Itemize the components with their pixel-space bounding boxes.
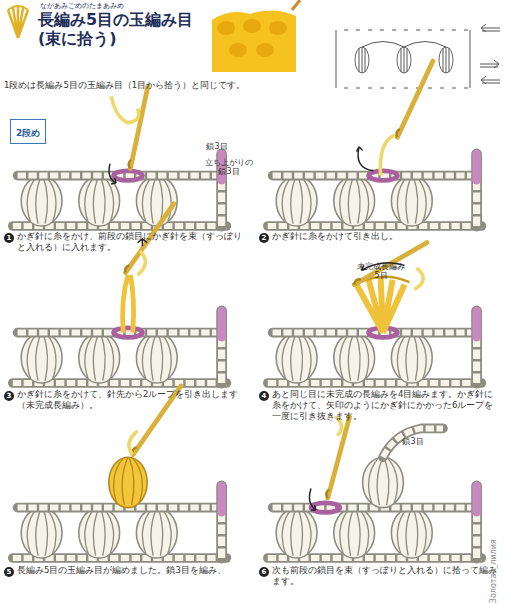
step-caption: あと同じ目に未完成の長編みを4目編みます。かぎ針に糸をかけて、矢印のようにかぎ針…	[272, 389, 502, 422]
part-label: 立ち上がりの鎖3目	[205, 158, 253, 176]
callout-number: 1	[4, 233, 14, 243]
part-label: 鎖3目	[197, 142, 237, 151]
step-caption: かぎ針に糸をかけ、前段の鎖目にかぎ針を束（すっぽりと入れる）に入れます。	[17, 231, 247, 253]
step-caption: かぎ針に糸をかけて、針先から2ループを引き出します（未完成長編み）。	[17, 389, 247, 411]
step-tag: 2段め	[10, 119, 46, 144]
part-label: 鎖3目	[393, 437, 433, 446]
step-caption: 長編み5目の玉編み目が編めました。鎖3目を編み、	[17, 565, 247, 576]
title-text: 長編み5目の玉編み目 (束に拾う)	[38, 10, 210, 48]
watermark: Золотая_лилия	[489, 503, 499, 603]
callout-number: 4	[259, 391, 269, 401]
reading-text: ながあみごめのたまあみめ	[40, 2, 230, 10]
note-text: 1段めは長編み5目の玉編み目（1目から拾う）と同じです。	[4, 80, 249, 91]
part-label: 未完成長編み 5目	[354, 262, 408, 280]
tag-text: 2段め	[16, 128, 40, 138]
callout-number: 5	[4, 567, 14, 577]
callout-number: 2	[259, 233, 269, 243]
step-caption: 次も前段の鎖目を束（すっぽりと入れる）に拾って編みます。	[272, 565, 502, 587]
step-caption: かぎ針に糸をかけて引き出し。	[272, 231, 502, 242]
callout-number: 3	[4, 391, 14, 401]
callout-number: 6	[259, 567, 269, 577]
